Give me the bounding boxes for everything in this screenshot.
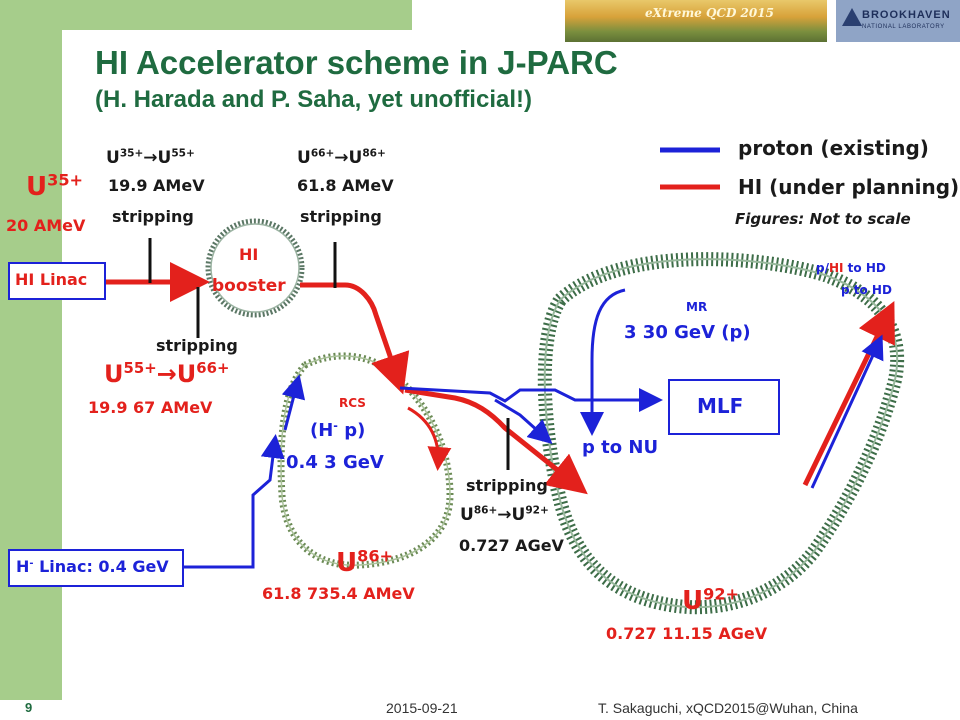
u92-ion: U92+ <box>682 584 740 616</box>
mlf-box <box>668 379 780 435</box>
rcs-extraction-path <box>399 386 663 412</box>
top-green-strip <box>62 0 412 30</box>
hd-label-1: p/HI to HD <box>816 261 886 275</box>
page-number: 9 <box>25 700 33 715</box>
strip4-energy: 0.727 AGeV <box>459 536 564 555</box>
hi-booster-to-rcs-path <box>300 282 410 395</box>
lab-logo-icon <box>842 8 862 26</box>
conference-logo: eXtreme QCD 2015 <box>565 0 827 42</box>
legend-proton-label: proton (existing) <box>738 136 929 160</box>
mr-to-hd-proton-path <box>810 334 884 489</box>
hi-booster-ring-inner <box>210 223 300 313</box>
strip4-label: stripping <box>466 476 548 495</box>
slide-title: HI Accelerator scheme in J-PARC <box>95 44 618 81</box>
u86-energy: 61.8 735.4 AMeV <box>262 584 415 603</box>
strip3-energy: 19.9 67 AMeV <box>88 398 213 417</box>
h-linac-label: H- Linac: 0.4 GeV <box>16 557 169 576</box>
lab-logo-name: BROOKHAVEN <box>862 9 951 21</box>
hi-booster-label-1: HI <box>239 245 259 264</box>
mr-ring-core <box>543 258 899 609</box>
legend-note: Figures: Not to scale <box>735 210 911 228</box>
footer-bar <box>0 700 960 720</box>
u92-energy: 0.727 11.15 AGeV <box>606 624 768 643</box>
slide-subtitle: (H. Harada and P. Saha, yet unofficial!) <box>95 86 532 113</box>
legend-hi-label: HI (under planning) <box>738 175 960 199</box>
rcs-to-mr-hi-path <box>404 387 588 495</box>
lab-logo-sub: NATIONAL LABORATORY <box>862 24 945 30</box>
strip3-reaction: U55+→U66+ <box>104 359 230 388</box>
p-to-nu-label: p to NU <box>582 437 659 458</box>
mr-to-nu-path <box>580 288 626 436</box>
rcs-name: RCS <box>339 396 366 410</box>
strip1-label: stripping <box>112 207 194 226</box>
hd-label-2: p to HD <box>841 283 892 297</box>
h-linac-box <box>8 549 184 587</box>
footer-date: 2015-09-21 <box>386 700 458 716</box>
strip1-reaction: U35+→U55+ <box>106 147 195 168</box>
strip2-label: stripping <box>300 207 382 226</box>
h-linac-to-rcs-path <box>180 434 285 569</box>
hi-booster-label-2: booster <box>212 276 286 296</box>
mr-energy: 3 30 GeV (p) <box>624 322 751 343</box>
strip2-energy: 61.8 AMeV <box>297 176 394 195</box>
rcs-to-nu-branch-path <box>494 398 553 444</box>
u86-ion: U86+ <box>336 546 394 578</box>
rcs-internal-arrow <box>407 406 452 471</box>
strip1-energy: 19.9 AMeV <box>108 176 205 195</box>
conference-logo-text: eXtreme QCD 2015 <box>645 6 774 20</box>
u35-energy: 20 AMeV <box>6 216 86 235</box>
mr-to-hd-hi-path <box>802 301 895 487</box>
strip4-reaction: U86+→U92+ <box>460 504 549 525</box>
rcs-injection-path <box>281 374 306 431</box>
hi-linac-label: HI Linac <box>15 270 88 289</box>
hi-linac-box <box>8 262 106 300</box>
rcs-energy: 0.4 3 GeV <box>286 452 384 473</box>
rcs-process: (H- p) <box>310 419 366 441</box>
footer-author: T. Sakaguchi, xQCD2015@Wuhan, China <box>598 700 858 716</box>
hi-booster-ring <box>205 218 305 318</box>
mlf-label: MLF <box>697 394 744 418</box>
u35-ion: U35+ <box>26 170 84 202</box>
strip2-reaction: U66+→U86+ <box>297 147 386 168</box>
lab-logo: BROOKHAVEN NATIONAL LABORATORY <box>836 0 960 42</box>
mr-name: MR <box>686 300 708 314</box>
strip3-label: stripping <box>156 336 238 355</box>
